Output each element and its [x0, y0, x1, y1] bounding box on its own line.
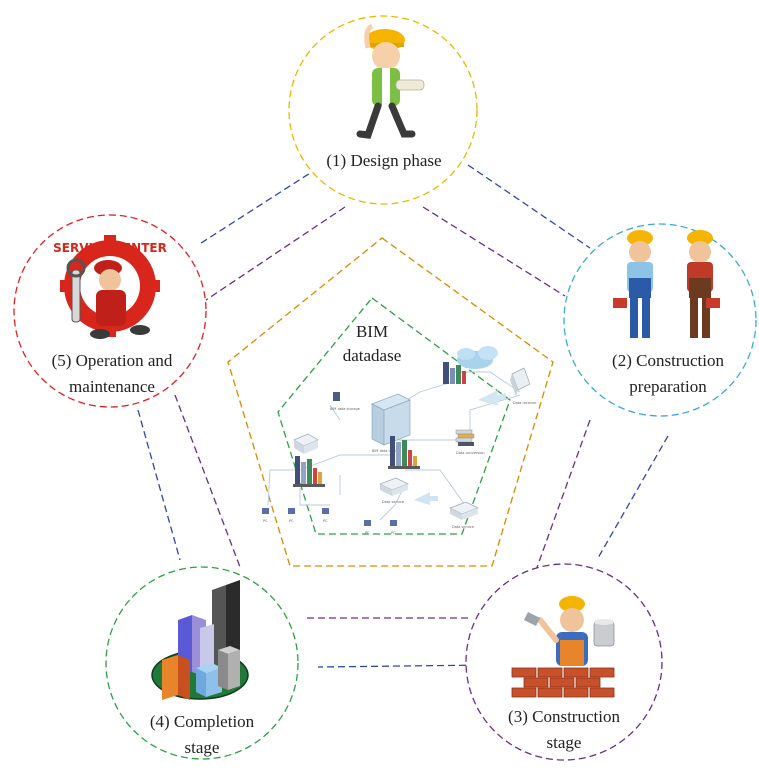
data-receiver-icon — [510, 367, 531, 396]
stage-label-construction-line1: (3) Construction — [508, 707, 620, 726]
data-conversion-icon — [455, 429, 475, 446]
bim-data-layer-label: BIM data layer — [372, 449, 398, 453]
stage-label-preparation-line1: (2) Construction — [612, 351, 724, 370]
data-service-icon-1 — [379, 477, 409, 496]
inner-orange-pentagon — [227, 237, 554, 567]
pc-icons — [262, 508, 397, 526]
outer-links — [137, 164, 669, 668]
stage-label-preparation-line2: preparation — [629, 377, 707, 396]
bim-database-title-line2: datadase — [343, 346, 402, 365]
architect-figure — [356, 23, 425, 139]
two-workers-figure — [613, 230, 720, 338]
bim-storage-icon — [333, 392, 340, 401]
data-service-label-2: Data service — [452, 525, 474, 529]
bim-database-title-line1: BIM — [356, 322, 388, 341]
data-service-label-1: Data service — [382, 500, 404, 504]
stage-label-completion-line1: (4) Completion — [150, 712, 255, 731]
stage-label-construction-line2: stage — [547, 733, 582, 752]
stage-circle-design — [288, 15, 478, 205]
middle-links — [174, 206, 591, 619]
pc-label-1: PC — [263, 519, 268, 523]
service-center-logo-text: SERVICE CENTER — [53, 241, 167, 255]
completed-buildings-figure — [151, 580, 249, 700]
bricklayer-figure — [511, 596, 615, 698]
service-center-figure — [60, 235, 160, 339]
stage-label-completion-line2: stage — [185, 738, 220, 757]
stage-label-design: (1) Design phase — [326, 151, 441, 170]
pc-label-3: PC — [323, 519, 328, 523]
arrow-icon — [478, 390, 506, 406]
data-conversion-label: Data conversion — [456, 451, 485, 455]
pc-label-2: PC — [289, 519, 294, 523]
buildings-icon-left — [293, 456, 325, 487]
pc-label-5: PC — [391, 531, 396, 535]
bim-storage-label: BIM data storage — [330, 407, 360, 411]
data-service-icon-2 — [449, 501, 479, 520]
bim-network-illustration: Data receiver BIM data layer — [262, 346, 537, 535]
stage-label-operation-line1: (5) Operation and — [52, 351, 173, 370]
server-left-icon — [293, 433, 319, 454]
buildings-icon-center — [388, 436, 420, 469]
pc-label-4: PC — [365, 531, 370, 535]
arrow-icon-2 — [414, 492, 438, 505]
core-green-pentagon — [277, 297, 511, 535]
buildings-icon-top — [443, 362, 466, 384]
server-tower-icon — [371, 393, 411, 446]
data-receiver-label: Data receiver — [513, 401, 537, 405]
stage-label-operation-line2: maintenance — [69, 377, 155, 396]
